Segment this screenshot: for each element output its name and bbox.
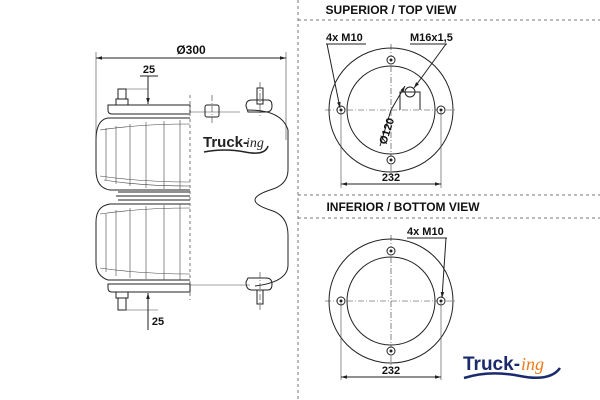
bottom-bolts-label: 4x M10 <box>407 226 444 238</box>
side-view: Ø300 25 <box>95 43 289 330</box>
top-offset-dimension: 25 <box>143 64 155 76</box>
air-port <box>404 86 416 98</box>
bottom-bolt-spacing: 232 <box>382 365 400 377</box>
diameter-dimension: Ø300 <box>176 43 206 57</box>
svg-text:ing: ing <box>246 136 264 151</box>
top-view-title: SUPERIOR / TOP VIEW <box>326 3 458 17</box>
inner-diameter-dimension: Ø120 <box>377 117 397 146</box>
brand-logo: Truck- ing <box>463 354 562 380</box>
svg-text:ing: ing <box>521 354 544 374</box>
top-view: SUPERIOR / TOP VIEW Ø120 4x M10 M16x1,5 … <box>325 3 457 188</box>
svg-text:Truck-: Truck- <box>203 134 248 151</box>
top-bolt-spacing: 232 <box>382 172 400 184</box>
bottom-view: INFERIOR / BOTTOM VIEW 4x M10 232 <box>325 200 480 380</box>
bottom-view-title: INFERIOR / BOTTOM VIEW <box>326 200 480 214</box>
air-port-label: M16x1,5 <box>410 32 453 44</box>
section-dividers <box>297 0 600 400</box>
top-bolts-label: 4x M10 <box>326 32 363 44</box>
bottom-offset-dimension: 25 <box>152 316 164 328</box>
watermark-logo: Truck- ing <box>203 134 269 154</box>
svg-text:Truck-: Truck- <box>463 354 520 375</box>
